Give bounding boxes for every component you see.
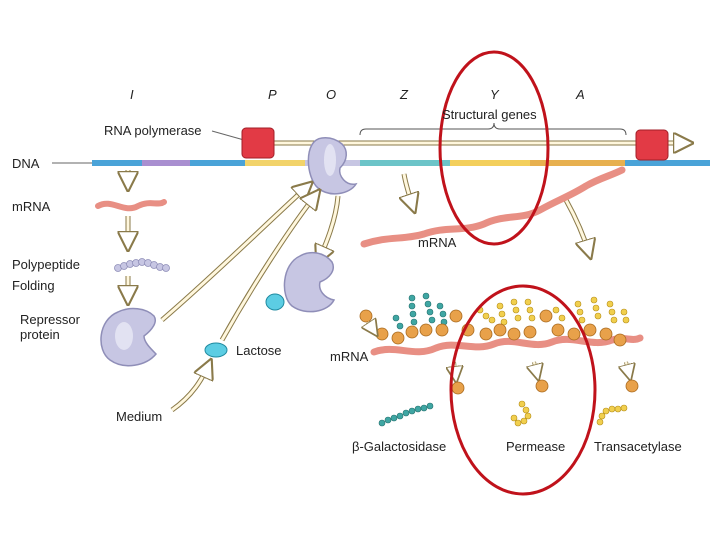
ribosomes-z <box>359 292 475 345</box>
permease-chain <box>510 400 532 427</box>
transcription-down-arrows <box>404 173 590 256</box>
medium-label: Medium <box>116 409 163 424</box>
folding-label: Folding <box>12 278 55 293</box>
structural-genes-bracket <box>359 122 627 136</box>
rna-polymerase-pointer <box>211 130 245 141</box>
highlight-oval-y-gene <box>438 50 550 246</box>
highlight-oval-permease <box>449 284 597 496</box>
polypeptide-chain <box>114 258 170 272</box>
gene-label-o: O <box>326 87 337 102</box>
free-ribosomes <box>451 379 639 395</box>
induction-arrows <box>160 184 341 413</box>
rna-polymerase-block <box>241 127 275 159</box>
mrna-strand-left <box>95 199 167 212</box>
gene-label-y: Y <box>490 87 499 102</box>
mrna-label-middle: mRNA <box>418 235 457 250</box>
mrna-strand-middle <box>360 166 626 248</box>
gene-label-a: A <box>576 87 585 102</box>
mrna-strand-bottom <box>370 334 644 356</box>
mrna-label-left: mRNA <box>12 199 51 214</box>
lactose-molecule <box>204 342 228 358</box>
gene-label-p: P <box>268 87 277 102</box>
repressor-protein-label: Repressor protein <box>20 312 80 342</box>
transacetylase-label: Transacetylase <box>594 439 682 454</box>
polypeptide-label: Polypeptide <box>12 257 80 272</box>
ribosomes-ya <box>476 296 630 347</box>
beta-galactosidase-label: β-Galactosidase <box>352 439 447 454</box>
dna-strand <box>92 160 710 166</box>
transacetylase-chain <box>596 404 628 426</box>
gene-label-z: Z <box>400 87 408 102</box>
gene-label-i: I <box>130 87 134 102</box>
repressor-lactose-complex <box>265 251 336 313</box>
rna-polymerase-block-end <box>635 129 669 161</box>
rna-polymerase-label: RNA polymerase <box>104 123 202 138</box>
repressor-protein-shape <box>100 307 158 367</box>
beta-galactosidase-chain <box>378 402 434 427</box>
mrna-label-bottom: mRNA <box>330 349 369 364</box>
permease-label: Permease <box>506 439 566 454</box>
dna-label: DNA <box>12 156 40 171</box>
structural-genes-label: Structural genes <box>442 107 537 122</box>
lactose-label: Lactose <box>236 343 282 358</box>
